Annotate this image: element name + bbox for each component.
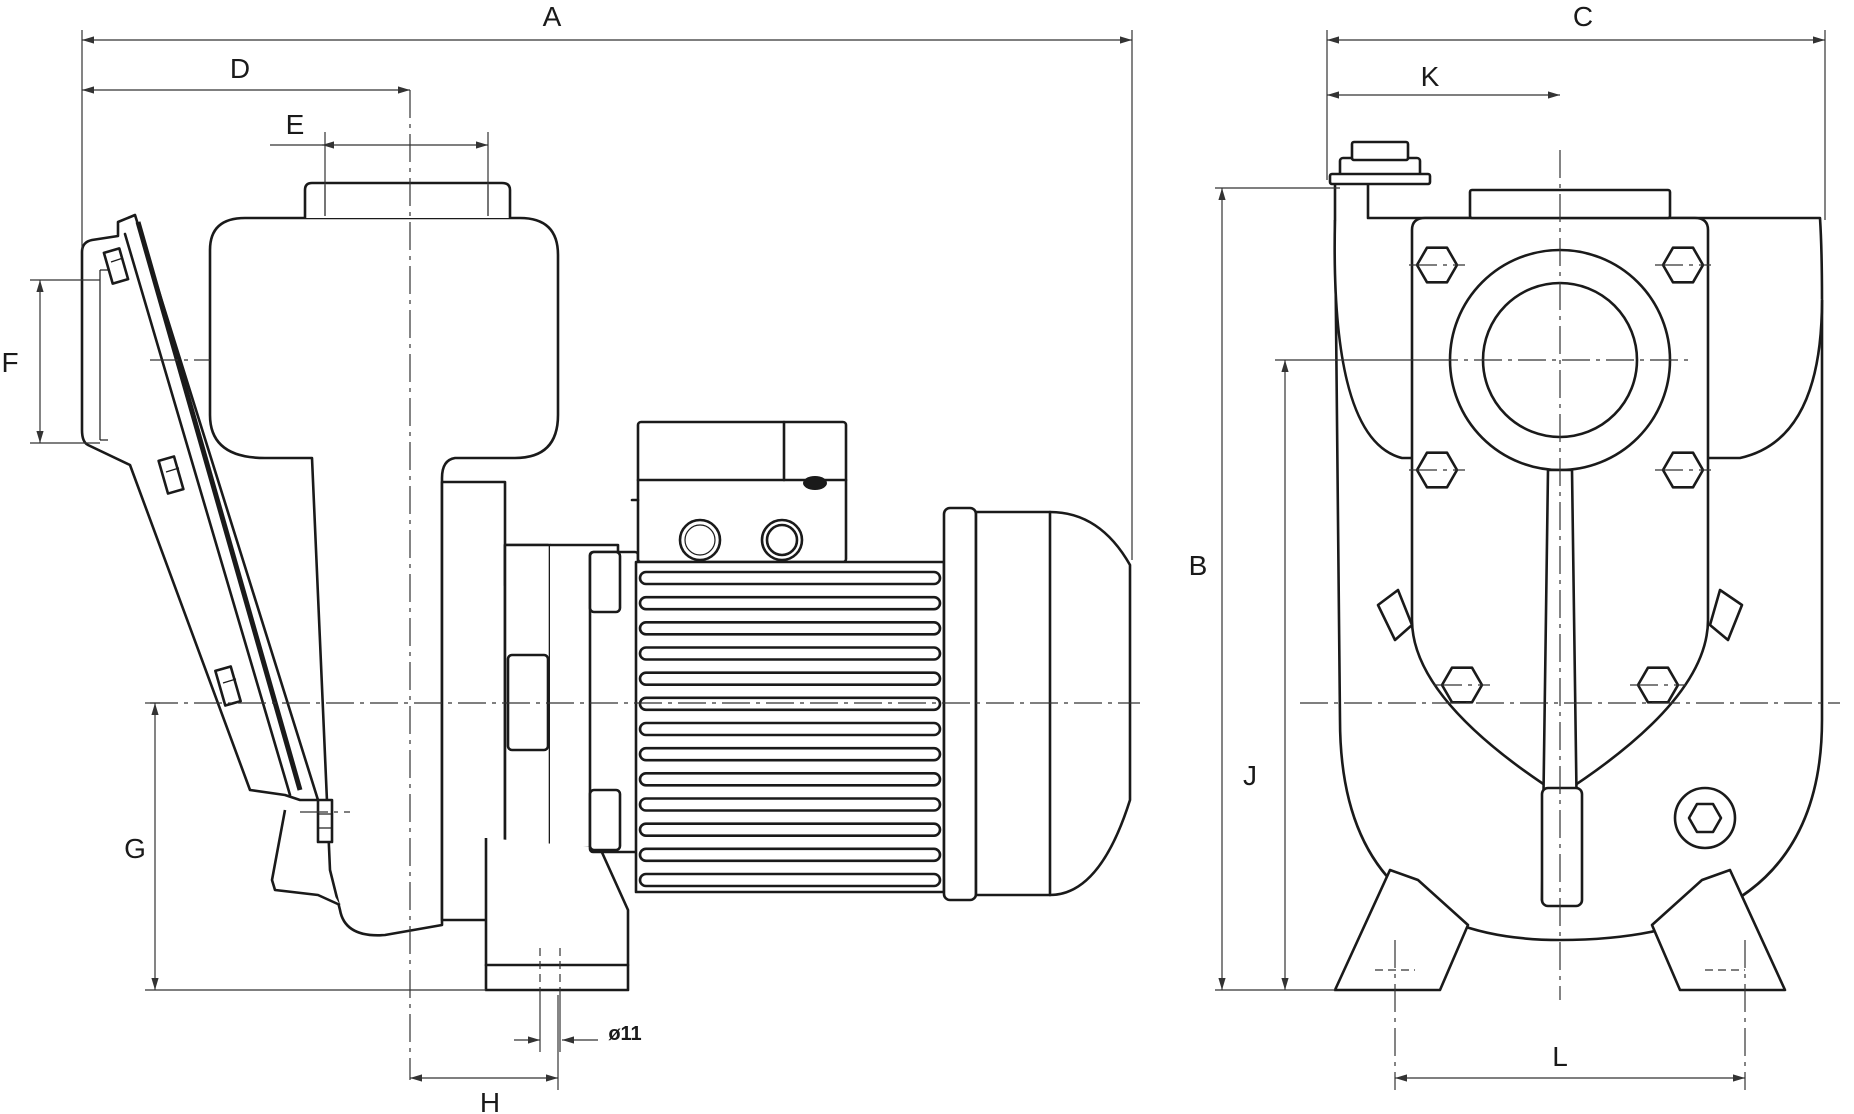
label-hole-diameter: ø11 [608, 1023, 641, 1045]
cover-bolt [157, 455, 185, 495]
side-view [80, 90, 1140, 1080]
motor-fin [638, 570, 942, 586]
labels: A D E F G H ø11 C K B J L [1, 1, 1593, 1114]
discharge-port-front [1468, 188, 1672, 220]
drain-plug [316, 798, 334, 844]
label-D: D [230, 53, 250, 84]
pump-casing [208, 216, 560, 937]
label-B: B [1189, 550, 1208, 581]
motor-fin [638, 822, 942, 837]
bracket-foot [484, 838, 630, 992]
motor-fin [638, 721, 942, 737]
motor-fin [638, 646, 942, 661]
motor-fin [638, 772, 942, 787]
label-E: E [286, 109, 305, 140]
motor-fin [638, 621, 942, 636]
cable-gland [678, 518, 722, 562]
casing-foot [270, 809, 341, 907]
front-foot-left [1333, 868, 1470, 992]
motor-fin [638, 746, 942, 762]
motor-fin [638, 797, 942, 812]
label-J: J [1243, 760, 1257, 791]
motor-fin [638, 696, 942, 712]
front-view [1300, 140, 1840, 1090]
motor-body [634, 560, 946, 894]
motor-fin [638, 847, 942, 863]
motor-fin [638, 671, 942, 686]
front-foot-right [1650, 868, 1787, 992]
dimensions [30, 30, 1826, 1090]
top-plug [1328, 140, 1432, 186]
motor-fin [638, 872, 942, 888]
cover-bolt [102, 247, 130, 285]
terminal-box [636, 420, 848, 564]
label-G: G [124, 833, 146, 864]
discharge-port [303, 181, 512, 218]
cover-bolt [214, 665, 242, 707]
label-K: K [1421, 61, 1440, 92]
label-L: L [1552, 1041, 1568, 1072]
label-F: F [1, 347, 18, 378]
label-A: A [543, 1, 562, 32]
front-drain-plug [1673, 786, 1737, 850]
earth-screw [803, 476, 827, 490]
label-C: C [1573, 1, 1593, 32]
motor-fin [638, 595, 942, 611]
label-H: H [480, 1087, 500, 1114]
motor-end-flange [942, 506, 978, 902]
